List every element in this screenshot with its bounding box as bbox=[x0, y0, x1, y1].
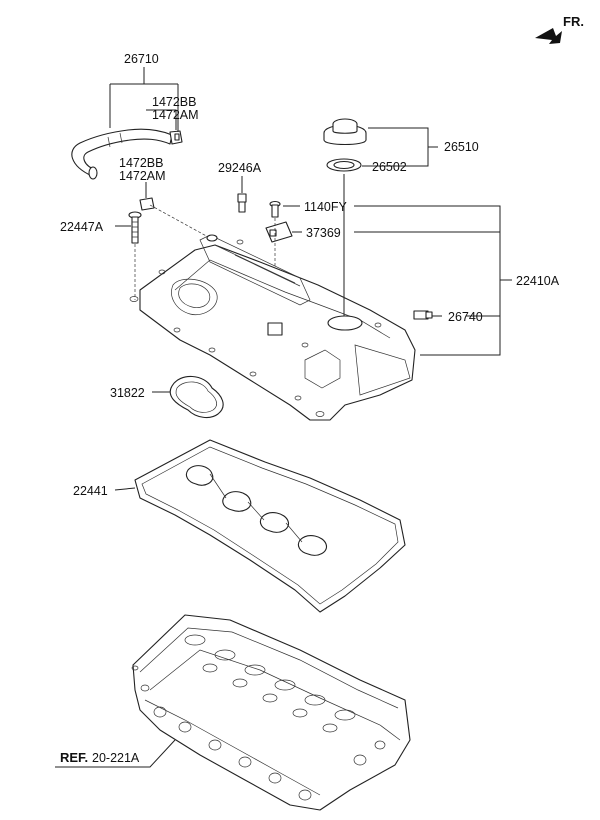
label-1472BB-bottom: 1472BB bbox=[119, 156, 163, 170]
label-1472BB-top: 1472BB bbox=[152, 95, 196, 109]
label-29246A: 29246A bbox=[218, 161, 262, 175]
flange-bolt bbox=[269, 200, 281, 218]
reference-code: 20-221A bbox=[92, 751, 140, 765]
label-22441: 22441 bbox=[73, 484, 108, 498]
hose-clamp-bottom bbox=[139, 197, 155, 211]
label-37369: 37369 bbox=[306, 226, 341, 240]
oil-cap-gasket bbox=[326, 158, 362, 172]
spark-plug-gasket bbox=[169, 375, 224, 419]
pcv-valve bbox=[413, 310, 433, 320]
hose-clamp-top bbox=[169, 130, 183, 145]
front-direction-arrow-icon bbox=[535, 28, 562, 44]
label-1472AM-top: 1472AM bbox=[152, 108, 199, 122]
cylinder-head bbox=[131, 614, 411, 811]
label-26710: 26710 bbox=[124, 52, 159, 66]
label-26502: 26502 bbox=[372, 160, 407, 174]
cylinder-head-cover bbox=[129, 234, 416, 421]
temperature-sensor bbox=[237, 193, 247, 213]
rocker-cover-gasket bbox=[134, 439, 406, 613]
orientation-label: FR. bbox=[563, 14, 584, 29]
sensor-bracket bbox=[265, 221, 293, 243]
label-26510: 26510 bbox=[444, 140, 479, 154]
reference-prefix: REF. bbox=[60, 750, 88, 765]
cover-bolt bbox=[128, 211, 142, 244]
label-1140FY: 1140FY bbox=[304, 200, 348, 214]
label-26740: 26740 bbox=[448, 310, 483, 324]
label-22410A: 22410A bbox=[516, 274, 560, 288]
oil-filler-cap bbox=[323, 118, 367, 146]
label-22447A: 22447A bbox=[60, 220, 104, 234]
breather-hose bbox=[71, 128, 173, 180]
label-31822: 31822 bbox=[110, 386, 145, 400]
label-1472AM-bottom: 1472AM bbox=[119, 169, 166, 183]
